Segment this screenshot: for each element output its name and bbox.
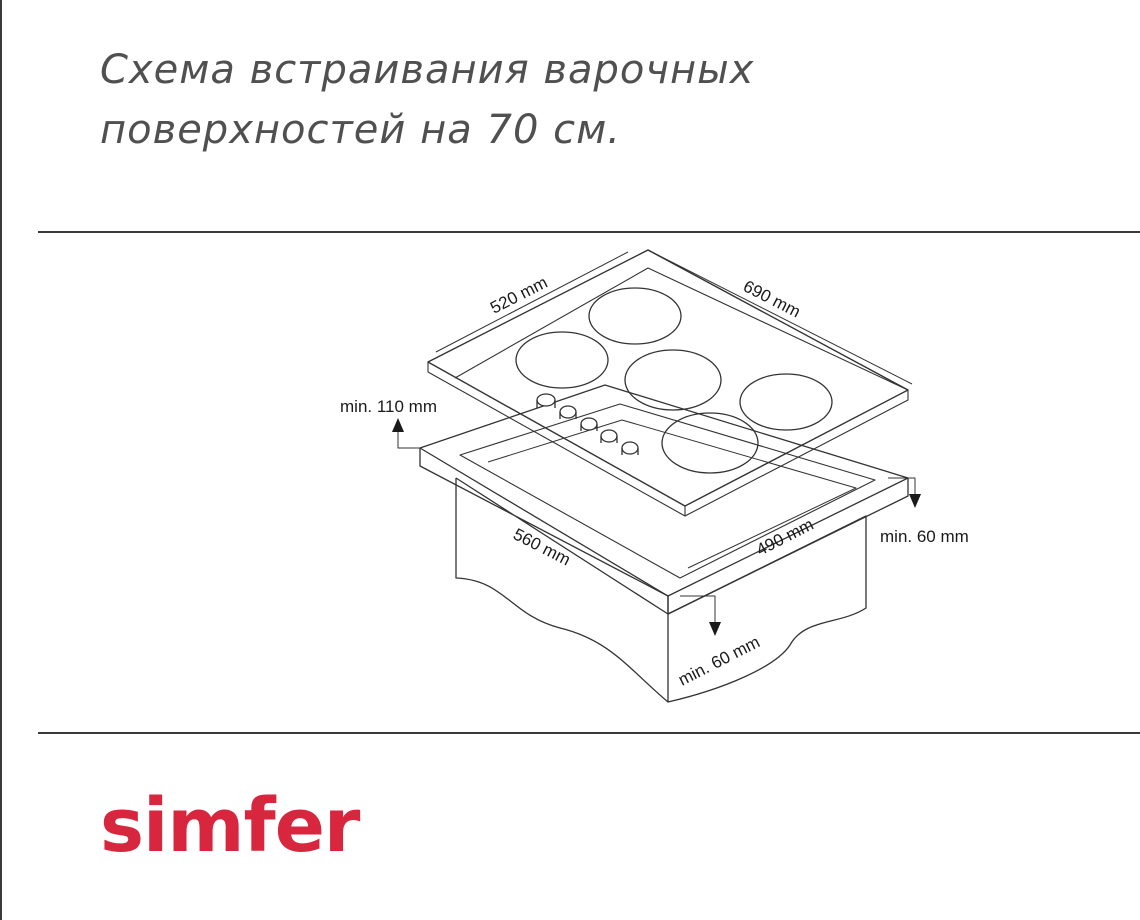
label-hob-width: 690 mm (740, 277, 803, 322)
countertop-right-face (667, 478, 909, 615)
clearance-side-leader (888, 477, 916, 500)
burner-front (661, 412, 759, 474)
label-clearance-back: min. 110 mm (340, 397, 437, 416)
burner-right (739, 373, 833, 431)
top-divider (38, 231, 1140, 233)
hob-top (427, 249, 909, 507)
label-cutout-width: 560 mm (510, 525, 573, 570)
cutout-inner-rim (487, 419, 857, 569)
cabinet-body (455, 478, 867, 703)
burner-center (624, 349, 722, 411)
label-hob-depth: 520 mm (487, 273, 550, 318)
control-knobs (536, 393, 639, 455)
hob-thickness (427, 362, 909, 517)
clearance-front-leader (680, 595, 716, 626)
arrow-up-icon (392, 418, 404, 432)
label-clearance-front: min. 60 mm (675, 632, 763, 689)
burner-mid-left (515, 331, 609, 389)
burner-back-left (588, 287, 682, 345)
countertop-front-face (419, 448, 669, 615)
page-left-border (0, 0, 2, 920)
arrow-down-icon (909, 494, 921, 508)
label-clearance-side: min. 60 mm (880, 527, 969, 546)
hob-edge (454, 267, 909, 391)
clearance-back-leader (397, 428, 420, 449)
page-title: Схема встраивания варочных поверхностей … (100, 40, 754, 160)
brand-logo: simfer (100, 783, 360, 869)
dimension-line-width-hob (647, 249, 913, 385)
bottom-divider (38, 732, 1140, 734)
title-line-1: Схема встраивания варочных (100, 47, 755, 93)
cutout-opening (459, 403, 876, 579)
dimension-line-depth-hob (435, 251, 629, 353)
arrow-down-icon (709, 622, 721, 636)
title-line-2: поверхностей на 70 см. (100, 107, 621, 153)
